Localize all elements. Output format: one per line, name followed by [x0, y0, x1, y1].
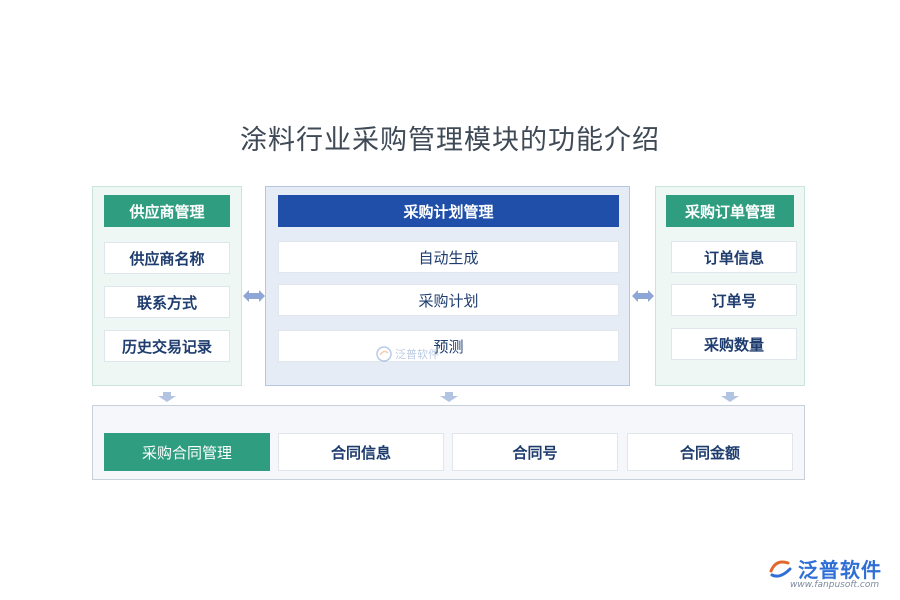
plan-header: 采购计划管理: [278, 195, 619, 227]
order-header: 采购订单管理: [666, 195, 794, 227]
plan-item-plan: 采购计划: [278, 284, 619, 316]
down-arrow-center-icon: [440, 392, 458, 402]
plan-item-forecast: 预测: [278, 330, 619, 362]
contract-item-number: 合同号: [452, 433, 618, 471]
order-item-info: 订单信息: [671, 241, 797, 273]
plan-item-auto: 自动生成: [278, 241, 619, 273]
contract-header: 采购合同管理: [104, 433, 270, 471]
brand-logo-icon: [769, 560, 792, 578]
double-arrow-right-icon: [632, 290, 654, 302]
down-arrow-right-icon: [721, 392, 739, 402]
supplier-item-name: 供应商名称: [104, 242, 230, 274]
order-item-number: 订单号: [671, 284, 797, 316]
brand-url: www.fanpusoft.com: [790, 580, 880, 590]
supplier-header: 供应商管理: [104, 195, 230, 227]
page-title: 涂料行业采购管理模块的功能介绍: [240, 125, 660, 156]
watermark-text: 泛普软件: [395, 348, 439, 361]
supplier-item-contact: 联系方式: [104, 286, 230, 318]
brand-logo-text: 泛普软件: [798, 558, 882, 582]
watermark: 泛普软件: [376, 346, 439, 362]
contract-item-info: 合同信息: [278, 433, 444, 471]
contract-item-amount: 合同金额: [627, 433, 793, 471]
watermark-logo-icon: [376, 346, 392, 362]
supplier-item-history: 历史交易记录: [104, 330, 230, 362]
order-item-quantity: 采购数量: [671, 328, 797, 360]
brand-logo: 泛普软件: [768, 554, 882, 583]
down-arrow-left-icon: [158, 392, 176, 402]
double-arrow-left-icon: [243, 290, 265, 302]
